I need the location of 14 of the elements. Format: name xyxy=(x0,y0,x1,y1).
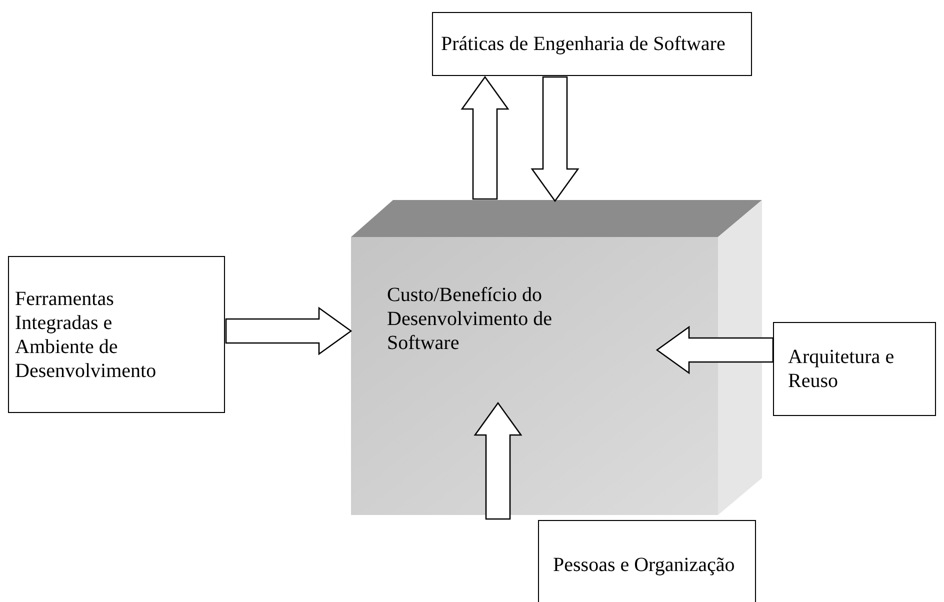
block-arrow xyxy=(460,76,510,200)
box-label: Custo/Benefício do Desenvolvimento de Software xyxy=(387,283,553,355)
box-label: Práticas de Engenharia de Software xyxy=(441,32,726,56)
block-arrow xyxy=(530,76,580,202)
text-box xyxy=(432,12,752,76)
box-label: Pessoas e Organização xyxy=(553,553,735,577)
block-arrow xyxy=(656,326,774,374)
text-box xyxy=(8,256,225,413)
block-arrow xyxy=(474,402,522,520)
block-arrow xyxy=(225,306,352,356)
box-label: Ferramentas Integradas e Ambiente de Desenvolvimento xyxy=(15,286,158,382)
text-box xyxy=(773,322,936,416)
box-label: Arquitetura e Reuso xyxy=(788,345,895,393)
text-box xyxy=(538,520,756,602)
